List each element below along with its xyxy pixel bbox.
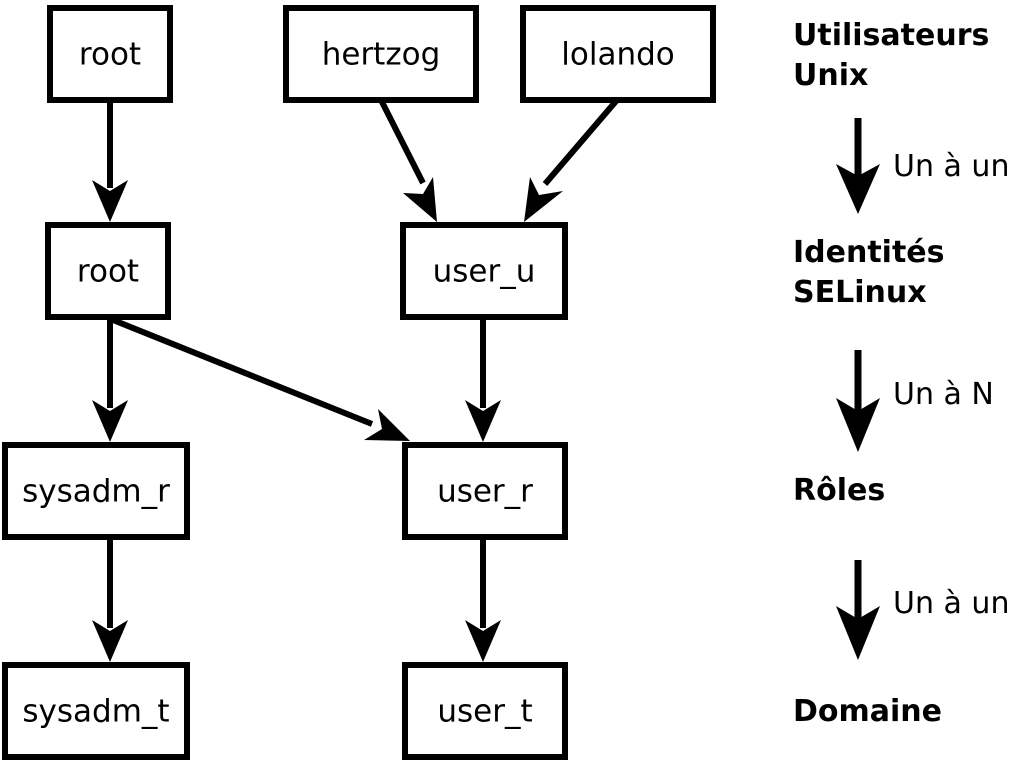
legend-tier-domain: Domaine — [793, 694, 942, 729]
node-unix-root[interactable]: root — [47, 5, 173, 103]
node-user-r[interactable]: user_r — [402, 442, 568, 540]
edge-user-u-to-user-r — [465, 320, 501, 442]
node-label: user_r — [437, 474, 533, 510]
legend-arrow-icon — [836, 164, 880, 214]
legend-tier-identity-line2: SELinux — [793, 275, 927, 310]
legend-relation-role-domain: Un à un — [836, 560, 1009, 660]
edge-identity-root-to-sysadm-r — [92, 320, 128, 442]
node-label: sysadm_r — [22, 474, 170, 510]
edge-identity-root-to-user-r — [111, 317, 410, 441]
node-label: user_t — [437, 694, 532, 730]
legend-relation-identity-role: Un à N — [836, 350, 994, 452]
node-sysadm-t[interactable]: sysadm_t — [2, 662, 190, 760]
edge-lolando-to-user-u — [524, 98, 620, 222]
legend-arrow-icon — [836, 606, 880, 660]
legend-tier-unix-line2: Unix — [793, 58, 868, 93]
edge-hertzog-to-user-u — [378, 98, 437, 222]
legend-tier-identity: Identités SELinux — [793, 235, 945, 310]
node-label: hertzog — [322, 37, 441, 73]
legend-relation-unix-identity: Un à un — [836, 118, 1009, 214]
legend-relation-label: Un à N — [893, 377, 994, 412]
legend-tier-role: Rôles — [793, 473, 885, 508]
legend-tier-unix: Utilisateurs Unix — [793, 18, 989, 93]
node-label: user_u — [433, 254, 536, 290]
legend-relation-label: Un à un — [893, 586, 1009, 621]
node-hertzog[interactable]: hertzog — [283, 5, 479, 103]
node-identity-root[interactable]: root — [45, 222, 171, 320]
node-label: root — [77, 254, 139, 290]
legend-tier-unix-line1: Utilisateurs — [793, 18, 989, 53]
legend-tier-domain-line1: Domaine — [793, 694, 942, 729]
edge-sysadm-r-to-sysadm-t — [92, 540, 128, 662]
edge-unix-root-to-identity-root — [92, 100, 128, 222]
node-sysadm-r[interactable]: sysadm_r — [2, 442, 190, 540]
edge-user-r-to-user-t — [465, 540, 501, 662]
node-label: lolando — [561, 37, 674, 73]
node-label: root — [79, 37, 141, 73]
node-lolando[interactable]: lolando — [520, 5, 716, 103]
legend-arrow-icon — [836, 398, 880, 452]
legend-tier-role-line1: Rôles — [793, 473, 885, 508]
node-user-t[interactable]: user_t — [402, 662, 568, 760]
node-user-u[interactable]: user_u — [400, 222, 568, 320]
legend-relation-label: Un à un — [893, 149, 1009, 184]
node-label: sysadm_t — [22, 694, 169, 730]
legend-tier-identity-line1: Identités — [793, 235, 945, 270]
